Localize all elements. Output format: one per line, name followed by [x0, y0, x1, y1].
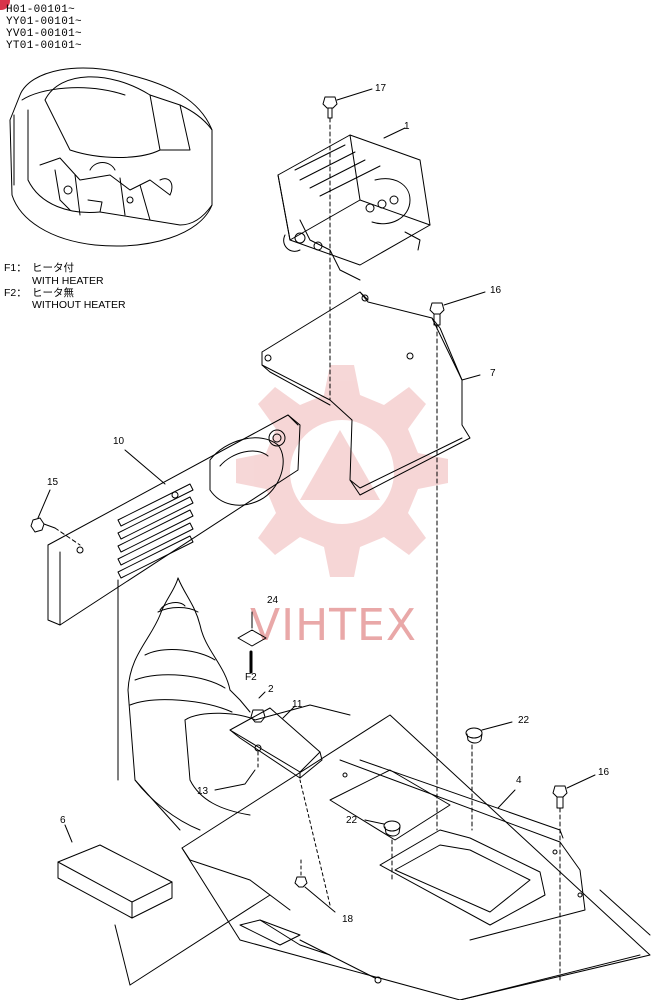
corner-badge: [0, 0, 10, 10]
callout-13: 13: [197, 786, 209, 797]
leader-line: [129, 894, 271, 986]
legend-f1-en: WITH HEATER: [32, 275, 104, 287]
leader-1: [383, 127, 406, 139]
leader-line: [299, 939, 376, 979]
bolt-16-top: [429, 291, 486, 831]
bolt-16-lower: [552, 774, 596, 981]
callout-4: 4: [516, 775, 522, 786]
bolt-17: [322, 88, 373, 401]
callout-17: 17: [375, 83, 387, 94]
legend-f1-jp: ヒータ付: [32, 262, 74, 274]
callout-f2: F2: [245, 672, 257, 683]
callout-16-top: 16: [490, 285, 502, 296]
callout-11: 11: [292, 699, 303, 710]
legend-f2-jp: ヒータ無: [32, 287, 74, 299]
grommet-22-lower: [364, 819, 401, 881]
bracket-11: [229, 705, 323, 779]
bolt-15: [30, 489, 81, 546]
bolt-18: [294, 779, 336, 913]
nut-2: [250, 691, 266, 723]
fastener-dot: [374, 976, 382, 984]
legend-f2-en: WITHOUT HEATER: [32, 299, 126, 311]
bracket-plate-7: [261, 291, 481, 496]
callout-16-lower: 16: [598, 767, 610, 778]
callout-24: 24: [267, 595, 279, 606]
callout-18: 18: [342, 914, 354, 925]
callout-1: 1: [404, 121, 410, 132]
pad-6: [57, 824, 173, 986]
legend-f1-code: F1：: [4, 262, 27, 274]
floor-plate-4: [181, 714, 651, 1000]
watermark-logo: [236, 365, 448, 577]
vented-panel-10: [47, 414, 301, 626]
callout-7: 7: [490, 368, 496, 379]
serial-number: YV01-00101~: [6, 28, 82, 40]
serial-number: YY01-00101~: [6, 16, 82, 28]
leader-13: [214, 769, 256, 791]
legend-f2-code: F2：: [4, 287, 27, 299]
callout-15: 15: [47, 477, 59, 488]
serial-number: H01-00101~: [6, 4, 76, 16]
callout-2: 2: [268, 684, 274, 695]
cab-overview-illustration: [9, 67, 213, 247]
serial-number: YT01-00101~: [6, 40, 82, 52]
callout-6: 6: [60, 815, 66, 826]
callout-22-lower: 22: [346, 815, 358, 826]
watermark-text: VIHTEX: [250, 600, 417, 651]
grommet-22-upper: [465, 721, 513, 831]
callout-22-upper: 22: [518, 715, 530, 726]
callout-10: 10: [113, 436, 125, 447]
heater-unit: [277, 134, 431, 281]
lever-console: [117, 577, 351, 831]
pad-24: [237, 611, 267, 674]
